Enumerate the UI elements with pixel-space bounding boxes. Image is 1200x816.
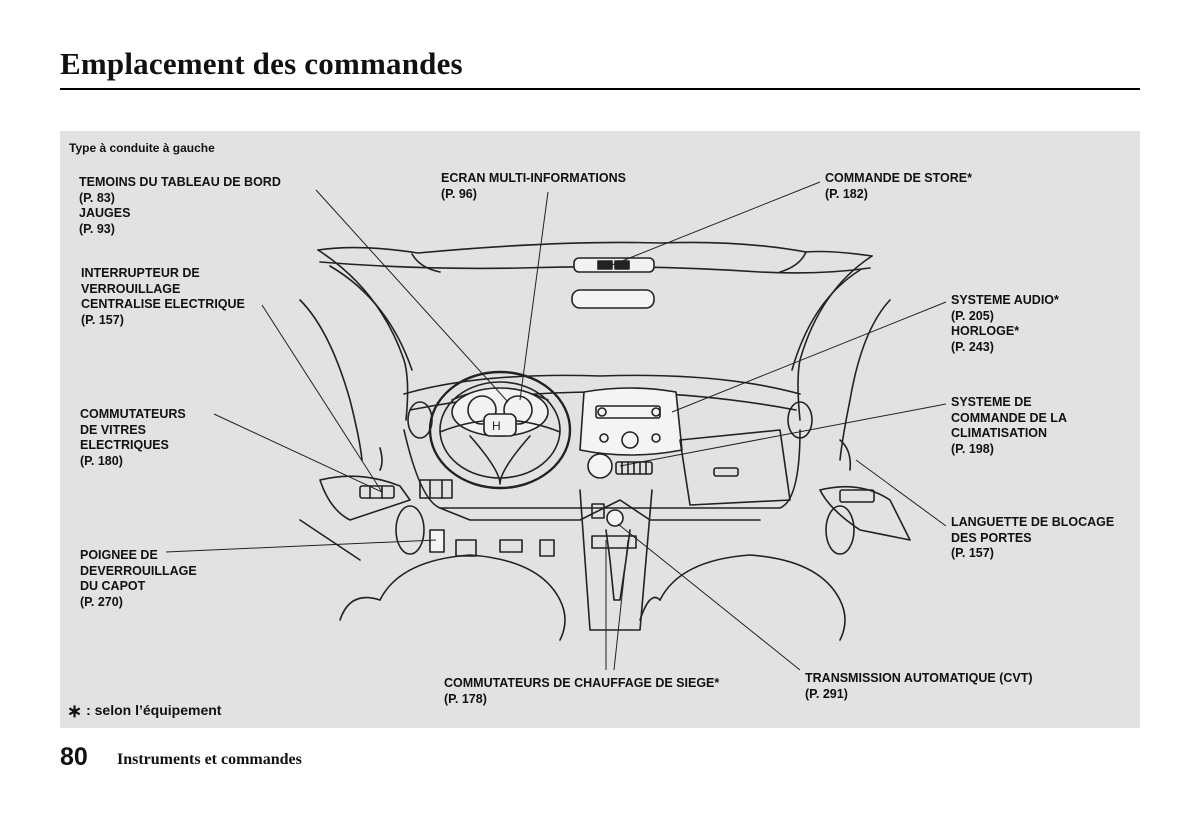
callout-ecran-multi-informations: ECRAN MULTI-INFORMATIONS(P. 96) [441, 171, 626, 201]
section-name: Instruments et commandes [117, 751, 302, 768]
callout-temoins: TEMOINS DU TABLEAU DE BORD(P. 83) JAUGES… [79, 175, 281, 236]
title-divider [60, 88, 1140, 90]
callout-transmission: TRANSMISSION AUTOMATIQUE (CVT)(P. 291) [805, 671, 1033, 701]
page-title: Emplacement des commandes [60, 46, 463, 81]
callout-systeme-audio: SYSTEME AUDIO*(P. 205) HORLOGE*(P. 243) [951, 293, 1059, 354]
callout-commande-de-store: COMMANDE DE STORE*(P. 182) [825, 171, 973, 201]
asterisk-icon: ∗ [67, 701, 83, 721]
footnote: ∗: selon l’équipement [67, 701, 221, 722]
callout-chauffage-siege: COMMUTATEURS DE CHAUFFAGE DE SIEGE*(P. 1… [444, 676, 720, 706]
page-number: 80 [60, 743, 88, 771]
footnote-text: : selon l’équipement [86, 702, 222, 718]
figure-caption: Type à conduite à gauche [69, 141, 215, 155]
svg-text:H: H [492, 419, 501, 433]
